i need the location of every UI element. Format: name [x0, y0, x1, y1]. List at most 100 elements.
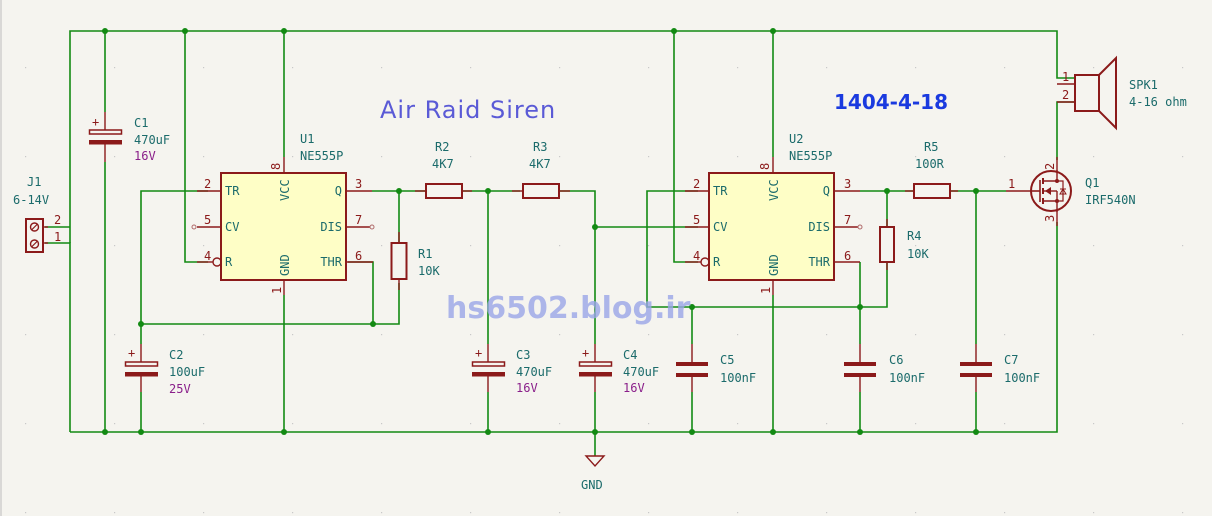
- grid-dot: [559, 156, 561, 158]
- ic-u2[interactable]: 2 5 4 TR CV R 3 7 6 Q DIS THR VCC 8 GND …: [685, 132, 863, 295]
- grid-dot: [114, 67, 116, 69]
- grid-dot: [826, 512, 828, 514]
- svg-text:+: +: [128, 346, 135, 360]
- svg-text:C7: C7: [1004, 353, 1018, 367]
- svg-text:1: 1: [759, 287, 773, 294]
- grid-dots: [25, 67, 1184, 514]
- svg-text:2: 2: [204, 177, 211, 191]
- grid-dot: [1182, 423, 1184, 425]
- schematic-date: 1404-4-18: [834, 90, 948, 114]
- capacitor-c7[interactable]: C7 100nF: [960, 344, 1040, 392]
- grid-dot: [203, 512, 205, 514]
- grid-dot: [559, 334, 561, 336]
- junctions: [102, 28, 979, 435]
- active-low-bubble-icon: [700, 257, 710, 267]
- grid-dot: [1093, 423, 1095, 425]
- grid-dot: [915, 245, 917, 247]
- grid-dot: [25, 423, 27, 425]
- ic-u1[interactable]: 2 5 4 TR CV R 3 7 6 Q DIS THR VCC 8 GND …: [191, 132, 375, 295]
- resistor-r4[interactable]: R4 10K: [879, 219, 929, 270]
- svg-text:100uF: 100uF: [169, 365, 205, 379]
- svg-text:2: 2: [1043, 163, 1057, 170]
- grid-dot: [114, 156, 116, 158]
- grid-dot: [1093, 245, 1095, 247]
- svg-text:TR: TR: [713, 184, 728, 198]
- svg-text:VCC: VCC: [278, 179, 292, 201]
- svg-text:16V: 16V: [516, 381, 538, 395]
- speaker-spk1[interactable]: 1 2 SPK1 4-16 ohm: [1057, 55, 1187, 131]
- capacitor-c2[interactable]: + C2 100uF 25V: [124, 344, 205, 396]
- grid-dot: [559, 423, 561, 425]
- grid-dot: [292, 512, 294, 514]
- svg-text:C3: C3: [516, 348, 530, 362]
- svg-text:Q: Q: [823, 184, 830, 198]
- svg-text:6: 6: [355, 249, 362, 263]
- grid-dot: [114, 245, 116, 247]
- grid-dot: [1004, 512, 1006, 514]
- grid-dot: [470, 423, 472, 425]
- watermark: hs6502.blog.ir: [446, 291, 691, 326]
- svg-text:16V: 16V: [623, 381, 645, 395]
- capacitor-c6[interactable]: C6 100nF: [844, 344, 925, 392]
- grid-dot: [737, 67, 739, 69]
- svg-text:THR: THR: [320, 255, 342, 269]
- svg-text:10K: 10K: [907, 247, 929, 261]
- grid-dot: [648, 334, 650, 336]
- svg-text:R: R: [713, 255, 721, 269]
- svg-text:+: +: [475, 346, 482, 360]
- grid-dot: [737, 156, 739, 158]
- resistor-r1[interactable]: R1 10K: [390, 232, 441, 290]
- svg-text:R4: R4: [907, 229, 921, 243]
- capacitor-c4[interactable]: + C4 470uF 16V: [578, 344, 659, 395]
- svg-text:Q1: Q1: [1085, 176, 1099, 190]
- grid-dot: [203, 156, 205, 158]
- resistor-r3[interactable]: R3 4K7: [512, 140, 570, 199]
- svg-text:100nF: 100nF: [889, 371, 925, 385]
- capacitor-c1[interactable]: + C1 470uF 16V: [88, 112, 170, 163]
- svg-text:DIS: DIS: [808, 220, 830, 234]
- svg-text:IRF540N: IRF540N: [1085, 193, 1136, 207]
- grid-dot: [915, 334, 917, 336]
- svg-text:GND: GND: [278, 254, 292, 276]
- grid-dot: [25, 334, 27, 336]
- grid-dot: [1182, 334, 1184, 336]
- resistor-r2[interactable]: R2 4K7: [415, 140, 472, 199]
- capacitor-c3[interactable]: + C3 470uF 16V: [471, 344, 552, 395]
- svg-text:VCC: VCC: [767, 179, 781, 201]
- svg-text:16V: 16V: [134, 149, 156, 163]
- grid-dot: [203, 245, 205, 247]
- svg-text:TR: TR: [225, 184, 240, 198]
- grid-dot: [826, 334, 828, 336]
- mosfet-q1[interactable]: 1 2 3 Q1 IRF540N: [1006, 157, 1136, 226]
- grid-dot: [1182, 245, 1184, 247]
- svg-text:NE555P: NE555P: [789, 149, 832, 163]
- j1-ref: J1: [27, 175, 41, 189]
- grid-dot: [915, 512, 917, 514]
- grid-dot: [292, 156, 294, 158]
- grid-dot: [1004, 156, 1006, 158]
- active-low-bubble-icon: [212, 257, 222, 267]
- svg-text:R: R: [225, 255, 233, 269]
- gnd-symbol: GND: [581, 455, 606, 492]
- svg-text:R3: R3: [533, 140, 547, 154]
- svg-text:4K7: 4K7: [529, 157, 551, 171]
- grid-dot: [1004, 67, 1006, 69]
- resistor-r5[interactable]: R5 100R: [905, 140, 958, 199]
- grid-dot: [648, 512, 650, 514]
- schematic-title: Air Raid Siren: [380, 96, 556, 124]
- grid-dot: [292, 334, 294, 336]
- grid-dot: [381, 156, 383, 158]
- grid-dot: [1004, 245, 1006, 247]
- capacitor-c5[interactable]: C5 100nF: [676, 344, 756, 392]
- svg-text:5: 5: [204, 213, 211, 227]
- screw-terminal-icon: [29, 239, 40, 249]
- connector-j1[interactable]: 2 1 J1 6-14V: [13, 175, 61, 253]
- screw-terminal-icon: [29, 222, 40, 232]
- grid-dot: [826, 156, 828, 158]
- vcc-rail: [69, 30, 1075, 243]
- svg-text:470uF: 470uF: [516, 365, 552, 379]
- svg-text:C6: C6: [889, 353, 903, 367]
- grid-dot: [737, 423, 739, 425]
- svg-text:NE555P: NE555P: [300, 149, 343, 163]
